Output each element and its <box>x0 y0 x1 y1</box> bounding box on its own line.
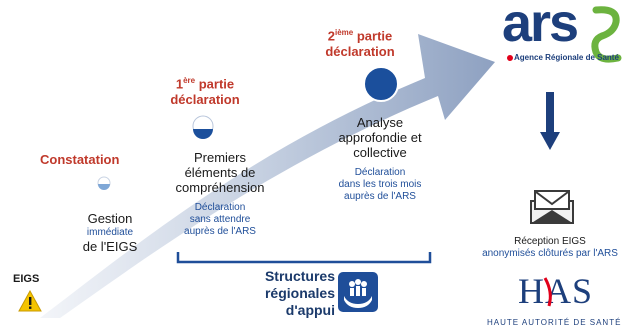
support-bracket <box>176 252 432 264</box>
has-logo: HAS HAUTE AUTORITÉ DE SANTÉ <box>485 270 624 331</box>
has-full-name: HAUTE AUTORITÉ DE SANTÉ <box>487 318 622 327</box>
analyse-line2: approfondie et <box>338 130 422 145</box>
premiers-line1: Premiers <box>193 150 246 165</box>
phase-part2: 2ième partie déclaration <box>325 28 395 60</box>
phase-constatation: Constatation <box>40 152 120 167</box>
arrow-shape <box>40 34 495 318</box>
has-reception-line1: Réception EIGS <box>514 236 586 247</box>
premiers-note: Déclaration sans attendre auprès de l'AR… <box>165 202 275 238</box>
gestion-line3: de l'EIGS <box>82 239 138 254</box>
analyse-note1: Déclaration <box>354 167 406 178</box>
premiers-note2: sans attendre <box>189 214 251 225</box>
support-structures-label: Structures régionales d'appui <box>225 268 335 319</box>
support-hands-icon <box>338 272 378 312</box>
has-logo-text: HAS <box>518 271 594 311</box>
step-circle-premiers-fill <box>193 129 213 139</box>
analyse-note3: auprès de l'ARS <box>344 191 416 202</box>
down-arrow-head <box>540 132 560 150</box>
ars-logo: ars Agence Régionale de Santé <box>500 0 624 70</box>
step-premiers: Premiers éléments de compréhension <box>165 150 275 195</box>
premiers-note3: auprès de l'ARS <box>184 226 256 237</box>
has-swoosh-icon <box>543 277 552 307</box>
step-analyse: Analyse approfondie et collective <box>320 115 440 160</box>
analyse-line3: collective <box>353 145 407 160</box>
warning-icon <box>18 290 42 312</box>
ars-subtitle: Agence Régionale de Santé <box>514 53 619 62</box>
step-circle-gestion-fill <box>98 184 110 190</box>
support-line2: régionales <box>264 285 335 301</box>
premiers-note1: Déclaration <box>194 202 246 213</box>
premiers-line3: compréhension <box>175 180 265 195</box>
mailbox-icon <box>530 190 574 224</box>
step-gestion: Gestion immédiate de l'EIGS <box>65 212 155 254</box>
down-arrow-shaft <box>546 92 554 132</box>
analyse-line1: Analyse <box>356 115 404 130</box>
has-reception: Réception EIGS anonymisés clôturés par l… <box>470 236 624 260</box>
step-circle-analyse <box>363 66 399 102</box>
support-line1: Structures <box>264 268 335 284</box>
has-reception-line2: anonymisés clôturés par l'ARS <box>482 248 618 259</box>
ars-logo-text: ars <box>502 0 579 53</box>
analyse-note: Déclaration dans les trois mois auprès d… <box>320 167 440 203</box>
gestion-line2: immédiate <box>86 227 134 238</box>
premiers-line2: éléments de <box>184 165 256 180</box>
ars-swoosh-icon <box>507 6 622 63</box>
eigs-label: EIGS <box>13 273 40 285</box>
support-line3: d'appui <box>285 302 335 318</box>
phase-part1: 1ère partie déclaration <box>170 76 240 108</box>
analyse-note2: dans les trois mois <box>338 179 422 190</box>
gestion-line1: Gestion <box>87 211 133 226</box>
